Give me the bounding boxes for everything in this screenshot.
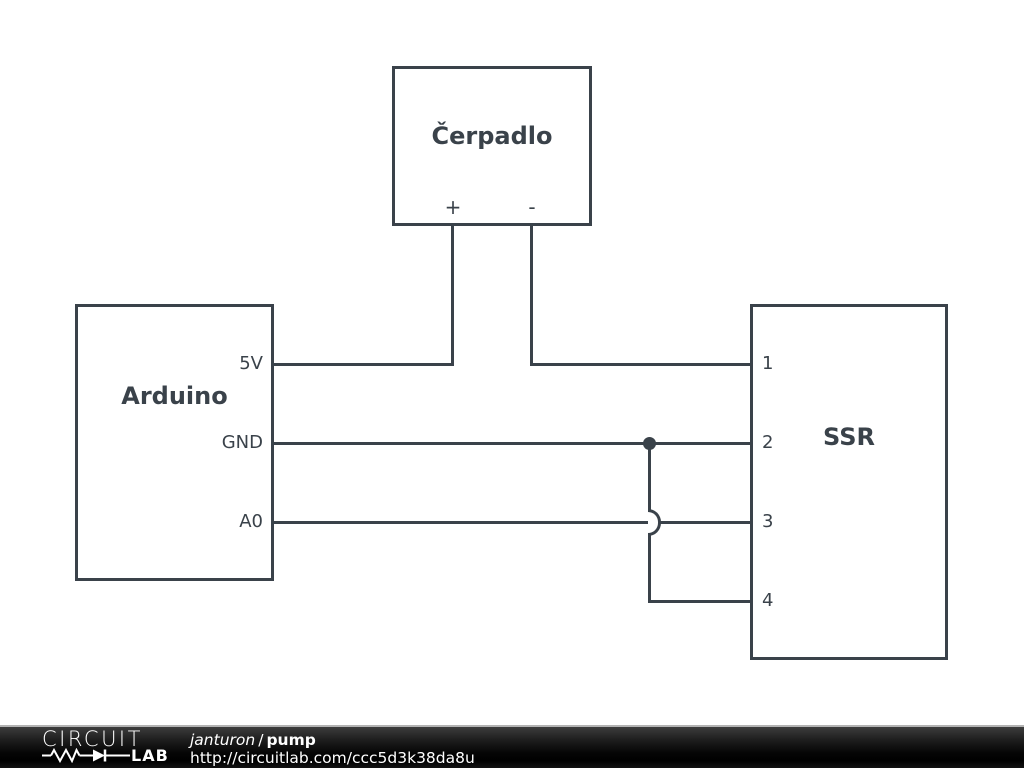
junction-dot bbox=[643, 437, 656, 450]
component-ssr-box bbox=[750, 304, 948, 660]
component-ssr-label: SSR bbox=[823, 423, 875, 451]
arduino-pin-5v-label: 5V bbox=[239, 353, 263, 374]
pump-pin-plus-label: + bbox=[444, 195, 462, 219]
ssr-pin-3-label: 3 bbox=[762, 511, 774, 532]
wire-gnd-branch-upper bbox=[648, 443, 651, 511]
resistor-diode-icon bbox=[42, 748, 130, 763]
wire-gnd-to-ssr2 bbox=[274, 442, 752, 445]
footer-bar: CIRCUIT LAB janturon/pump http://circuit… bbox=[0, 725, 1024, 768]
wire-arduino5v-to-pump-plus bbox=[274, 363, 454, 366]
footer-separator: / bbox=[258, 731, 264, 749]
wire-branch-to-ssr4 bbox=[648, 600, 752, 603]
ssr-pin-4-label: 4 bbox=[762, 590, 774, 611]
component-pump-box bbox=[392, 66, 592, 226]
footer-author: janturon bbox=[190, 731, 256, 749]
wire-gnd-branch-lower bbox=[648, 534, 651, 602]
pump-pin-minus-label: - bbox=[528, 195, 536, 219]
footer-credit: janturon/pump http://circuitlab.com/ccc5… bbox=[190, 731, 475, 767]
wire-pump-minus-to-ssr1 bbox=[530, 363, 752, 366]
footer-url: http://circuitlab.com/ccc5d3k38da8u bbox=[190, 749, 475, 767]
component-arduino-box bbox=[75, 304, 274, 581]
ssr-pin-1-label: 1 bbox=[762, 353, 774, 374]
circuitlab-logo-lab-text: LAB bbox=[131, 746, 169, 765]
circuitlab-logo: CIRCUIT LAB bbox=[42, 727, 169, 765]
component-arduino-label: Arduino bbox=[121, 382, 228, 410]
circuitlab-logo-circuit-text: CIRCUIT bbox=[42, 727, 143, 751]
wire-crossover-hop bbox=[648, 509, 661, 536]
component-pump-label: Čerpadlo bbox=[431, 122, 553, 150]
wire-a0-to-ssr3 bbox=[274, 521, 752, 524]
footer-project-name: pump bbox=[266, 731, 316, 749]
ssr-pin-2-label: 2 bbox=[762, 432, 774, 453]
wire-pump-plus-drop bbox=[451, 224, 454, 366]
arduino-pin-a0-label: A0 bbox=[239, 511, 263, 532]
arduino-pin-gnd-label: GND bbox=[221, 432, 263, 453]
wire-pump-minus-drop bbox=[530, 224, 533, 366]
